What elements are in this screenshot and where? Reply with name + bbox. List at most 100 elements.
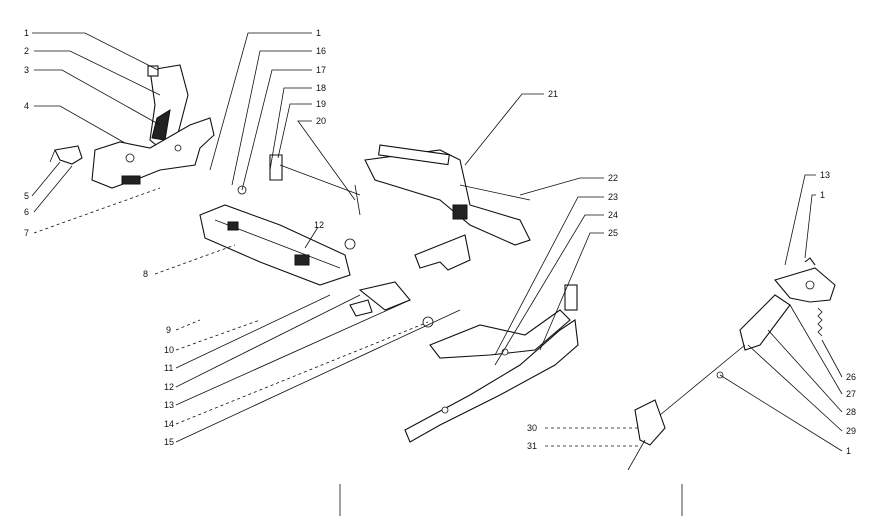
callout-2: 2 (24, 46, 30, 56)
callout-8: 8 (143, 269, 149, 279)
callout-1-top-left: 1 (24, 28, 30, 38)
top-right-lever (774, 267, 836, 303)
callout-1-right-top: 1 (820, 190, 826, 200)
carriage-roller (344, 238, 356, 250)
lever-pivot (125, 153, 135, 163)
leader-c-2 (34, 50, 161, 96)
callout-14: 14 (164, 419, 175, 429)
hook-part (54, 145, 83, 165)
rail-carriage-assembly (199, 154, 361, 286)
connecting-rod (279, 164, 361, 196)
callout-3: 3 (24, 65, 30, 75)
leader-c-21 (464, 93, 544, 166)
callout-18: 18 (316, 83, 327, 93)
callout-4: 4 (24, 101, 30, 111)
callout-13-left: 13 (164, 400, 175, 410)
plate-upright-tab (564, 284, 578, 311)
frame-crossbar (377, 144, 450, 166)
leader-c-16 (231, 50, 312, 186)
upper-link-plate (429, 309, 571, 359)
leader-c-1d (719, 374, 843, 452)
clip-parts (349, 234, 471, 328)
long-plate (404, 319, 579, 443)
callout-5: 5 (24, 191, 30, 201)
leader-lines (31, 32, 843, 452)
leader-c-5 (31, 161, 61, 197)
leader-c-10 (175, 319, 261, 351)
callout-25: 25 (608, 228, 619, 238)
callout-22: 22 (608, 173, 619, 183)
frame-shaft (459, 184, 531, 201)
leader-c-29 (747, 344, 843, 432)
right-spring (817, 307, 823, 337)
carriage-body (199, 204, 351, 286)
leader-c-3 (34, 69, 161, 126)
lever-hole (174, 144, 182, 152)
leader-c-13b (784, 174, 816, 266)
frame-body (364, 149, 531, 246)
callout-26: 26 (846, 372, 857, 382)
bottom-cam (634, 399, 666, 446)
leader-c-24 (494, 214, 604, 366)
callout-24: 24 (608, 210, 619, 220)
callout-27: 27 (846, 389, 857, 399)
callout-16: 16 (316, 46, 327, 56)
leader-c-7 (33, 187, 161, 234)
leader-c-14 (175, 321, 429, 425)
hook-pin (49, 149, 56, 163)
leader-c-28 (767, 329, 843, 413)
plate-tab (147, 65, 159, 77)
callout-1-top-center: 1 (316, 28, 322, 38)
callout-30: 30 (527, 423, 538, 433)
carriage-block-2 (294, 254, 310, 266)
cam-arm (627, 439, 646, 471)
callout-1-right-bottom: 1 (846, 446, 852, 456)
callout-23: 23 (608, 192, 619, 202)
long-plate-assembly (404, 284, 579, 443)
leader-c-27 (789, 304, 843, 395)
callout-28: 28 (846, 407, 857, 417)
top-right-pivot (805, 280, 815, 290)
callout-29: 29 (846, 426, 857, 436)
callout-6: 6 (24, 207, 30, 217)
callout-7: 7 (24, 228, 30, 238)
callout-17: 17 (316, 65, 327, 75)
leader-c-15 (175, 309, 461, 443)
plate-hole-2 (441, 406, 449, 414)
callout-10: 10 (164, 345, 175, 355)
leader-c-12b (304, 226, 319, 249)
leader-c-11 (175, 294, 331, 369)
leader-c-22 (519, 177, 604, 196)
leader-c-26 (821, 339, 843, 378)
callout-21: 21 (548, 89, 559, 99)
top-frame-assembly (364, 144, 531, 246)
callout-15: 15 (164, 437, 175, 447)
callout-9: 9 (166, 325, 172, 335)
callout-19: 19 (316, 99, 327, 109)
leader-c-18 (269, 87, 312, 171)
right-bracket (739, 294, 791, 351)
lever-spring-block (121, 175, 141, 185)
right-push-rod (659, 344, 746, 416)
leader-c-13a (175, 299, 411, 406)
callout-11: 11 (164, 363, 174, 373)
leader-c-9 (175, 319, 201, 331)
left-lever-assembly (49, 64, 215, 189)
leader-c-12 (175, 294, 361, 388)
leader-c-4 (34, 105, 126, 144)
callout-13-right: 13 (820, 170, 831, 180)
leader-c-1a (32, 32, 159, 71)
leader-c-6 (33, 165, 73, 213)
callout-12: 12 (164, 382, 175, 392)
leader-c-19 (277, 103, 312, 159)
small-clip (349, 299, 373, 317)
leader-c-20 (297, 120, 356, 201)
frame-spring (452, 204, 468, 220)
leader-c-1b (209, 32, 312, 171)
leader-c-8 (154, 244, 236, 275)
carriage-block-1 (227, 221, 239, 231)
top-right-hook (804, 257, 816, 266)
right-linkage-assembly (627, 257, 836, 471)
